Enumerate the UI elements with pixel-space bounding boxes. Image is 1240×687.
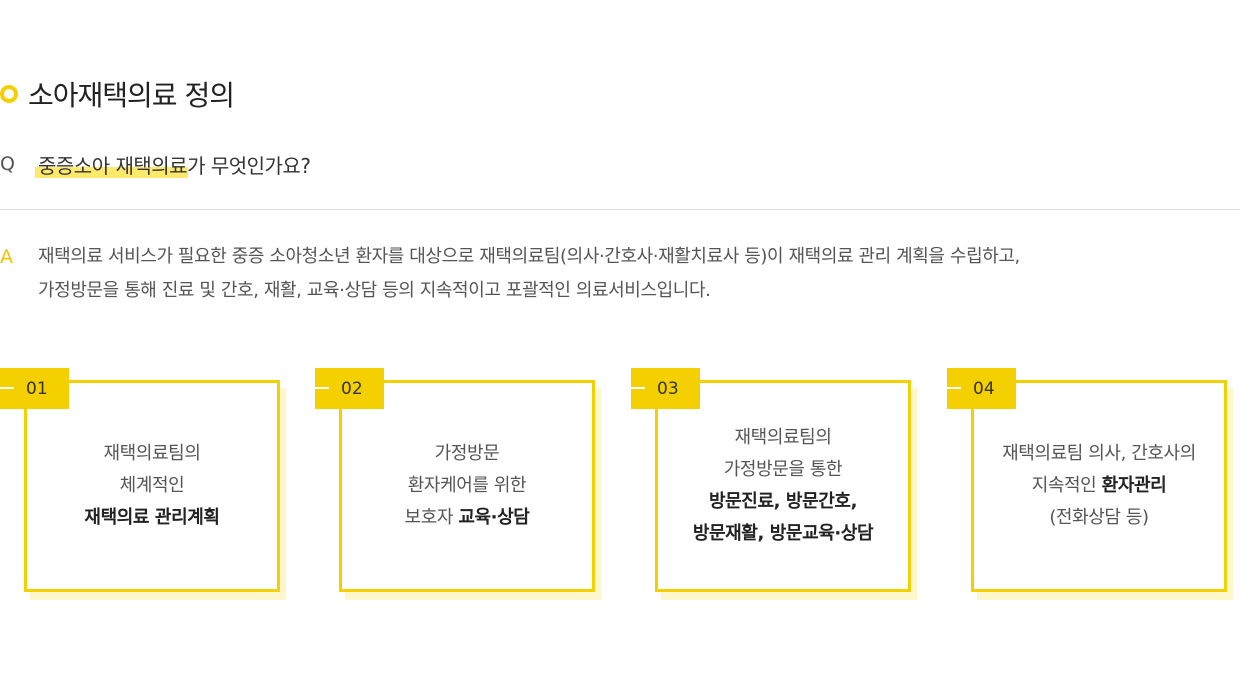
card-line: 재택의료팀 의사, 간호사의 [1002,443,1196,464]
card-number: 02 [341,378,363,399]
answer-row: A 재택의료 서비스가 필요한 중증 소아청소년 환자를 대상으로 재택의료팀(… [0,240,1020,308]
card-frame [971,380,1227,592]
card-text: 가정방문 환자케어를 위한 보호자 교육·상담 [339,380,595,592]
card-number-tag: 04 [947,368,1016,409]
card-line: 가정방문을 통한 [723,459,843,480]
section-title-row: 소아재택의료 정의 [0,74,235,114]
card-line-pre: 지속적인 [1031,475,1102,496]
card-number-tag: 01 [0,368,69,409]
card-line: (전화상담 등) [1049,507,1149,528]
feature-card-02: 02 가정방문 환자케어를 위한 보호자 교육·상담 [315,368,601,598]
feature-card-01: 01 재택의료팀의 체계적인 재택의료 관리계획 [0,368,286,598]
card-text: 재택의료팀 의사, 간호사의 지속적인 환자관리 (전화상담 등) [971,380,1227,592]
section-title: 소아재택의료 정의 [28,79,235,112]
answer-text: 재택의료 서비스가 필요한 중증 소아청소년 환자를 대상으로 재택의료팀(의사… [38,240,1020,308]
feature-card-04: 04 재택의료팀 의사, 간호사의 지속적인 환자관리 (전화상담 등) [947,368,1233,598]
divider [0,209,1240,210]
card-line-pre: 보호자 [404,507,459,528]
circle-bullet-icon [0,85,18,103]
card-line-bold: 환자관리 [1101,475,1167,496]
card-line: 재택의료팀의 [103,443,201,464]
card-number: 01 [26,378,48,399]
card-text: 재택의료팀의 체계적인 재택의료 관리계획 [24,380,280,592]
card-line-bold: 재택의료 관리계획 [84,507,220,528]
question-text: 중증소아 재택의료가 무엇인가요? [38,150,311,179]
card-number-tag: 02 [315,368,384,409]
card-line: 지속적인 환자관리 [1032,470,1167,502]
card-line-bold: 교육·상담 [458,507,530,528]
question-row: Q 중증소아 재택의료가 무엇인가요? [0,147,311,181]
card-frame [655,380,911,592]
question-rest: 가 무엇인가요? [187,153,311,178]
card-number-tag: 03 [631,368,700,409]
answer-line-1: 재택의료 서비스가 필요한 중증 소아청소년 환자를 대상으로 재택의료팀(의사… [38,246,1020,267]
question-highlight: 중증소아 재택의료 [38,153,188,178]
card-line-bold: 방문진료, 방문간호, [708,491,858,512]
card-text: 재택의료팀의 가정방문을 통한 방문진료, 방문간호, 방문재활, 방문교육·상… [655,380,911,592]
card-line-bold: 방문재활, 방문교육·상담 [692,523,874,544]
card-frame [24,380,280,592]
card-frame [339,380,595,592]
card-line: 환자케어를 위한 [407,475,527,496]
card-line: 체계적인 [119,475,185,496]
card-line: 재택의료팀의 [734,427,832,448]
card-line: 보호자 교육·상담 [405,502,530,534]
card-number: 03 [657,378,679,399]
feature-card-03: 03 재택의료팀의 가정방문을 통한 방문진료, 방문간호, 방문재활, 방문교… [631,368,917,598]
card-line: 가정방문 [434,443,500,464]
answer-line-2: 가정방문을 통해 진료 및 간호, 재활, 교육·상담 등의 지속적이고 포괄적… [38,280,711,301]
answer-mark-label: A [0,246,13,268]
card-number: 04 [973,378,995,399]
question-mark-label: Q [0,153,15,175]
